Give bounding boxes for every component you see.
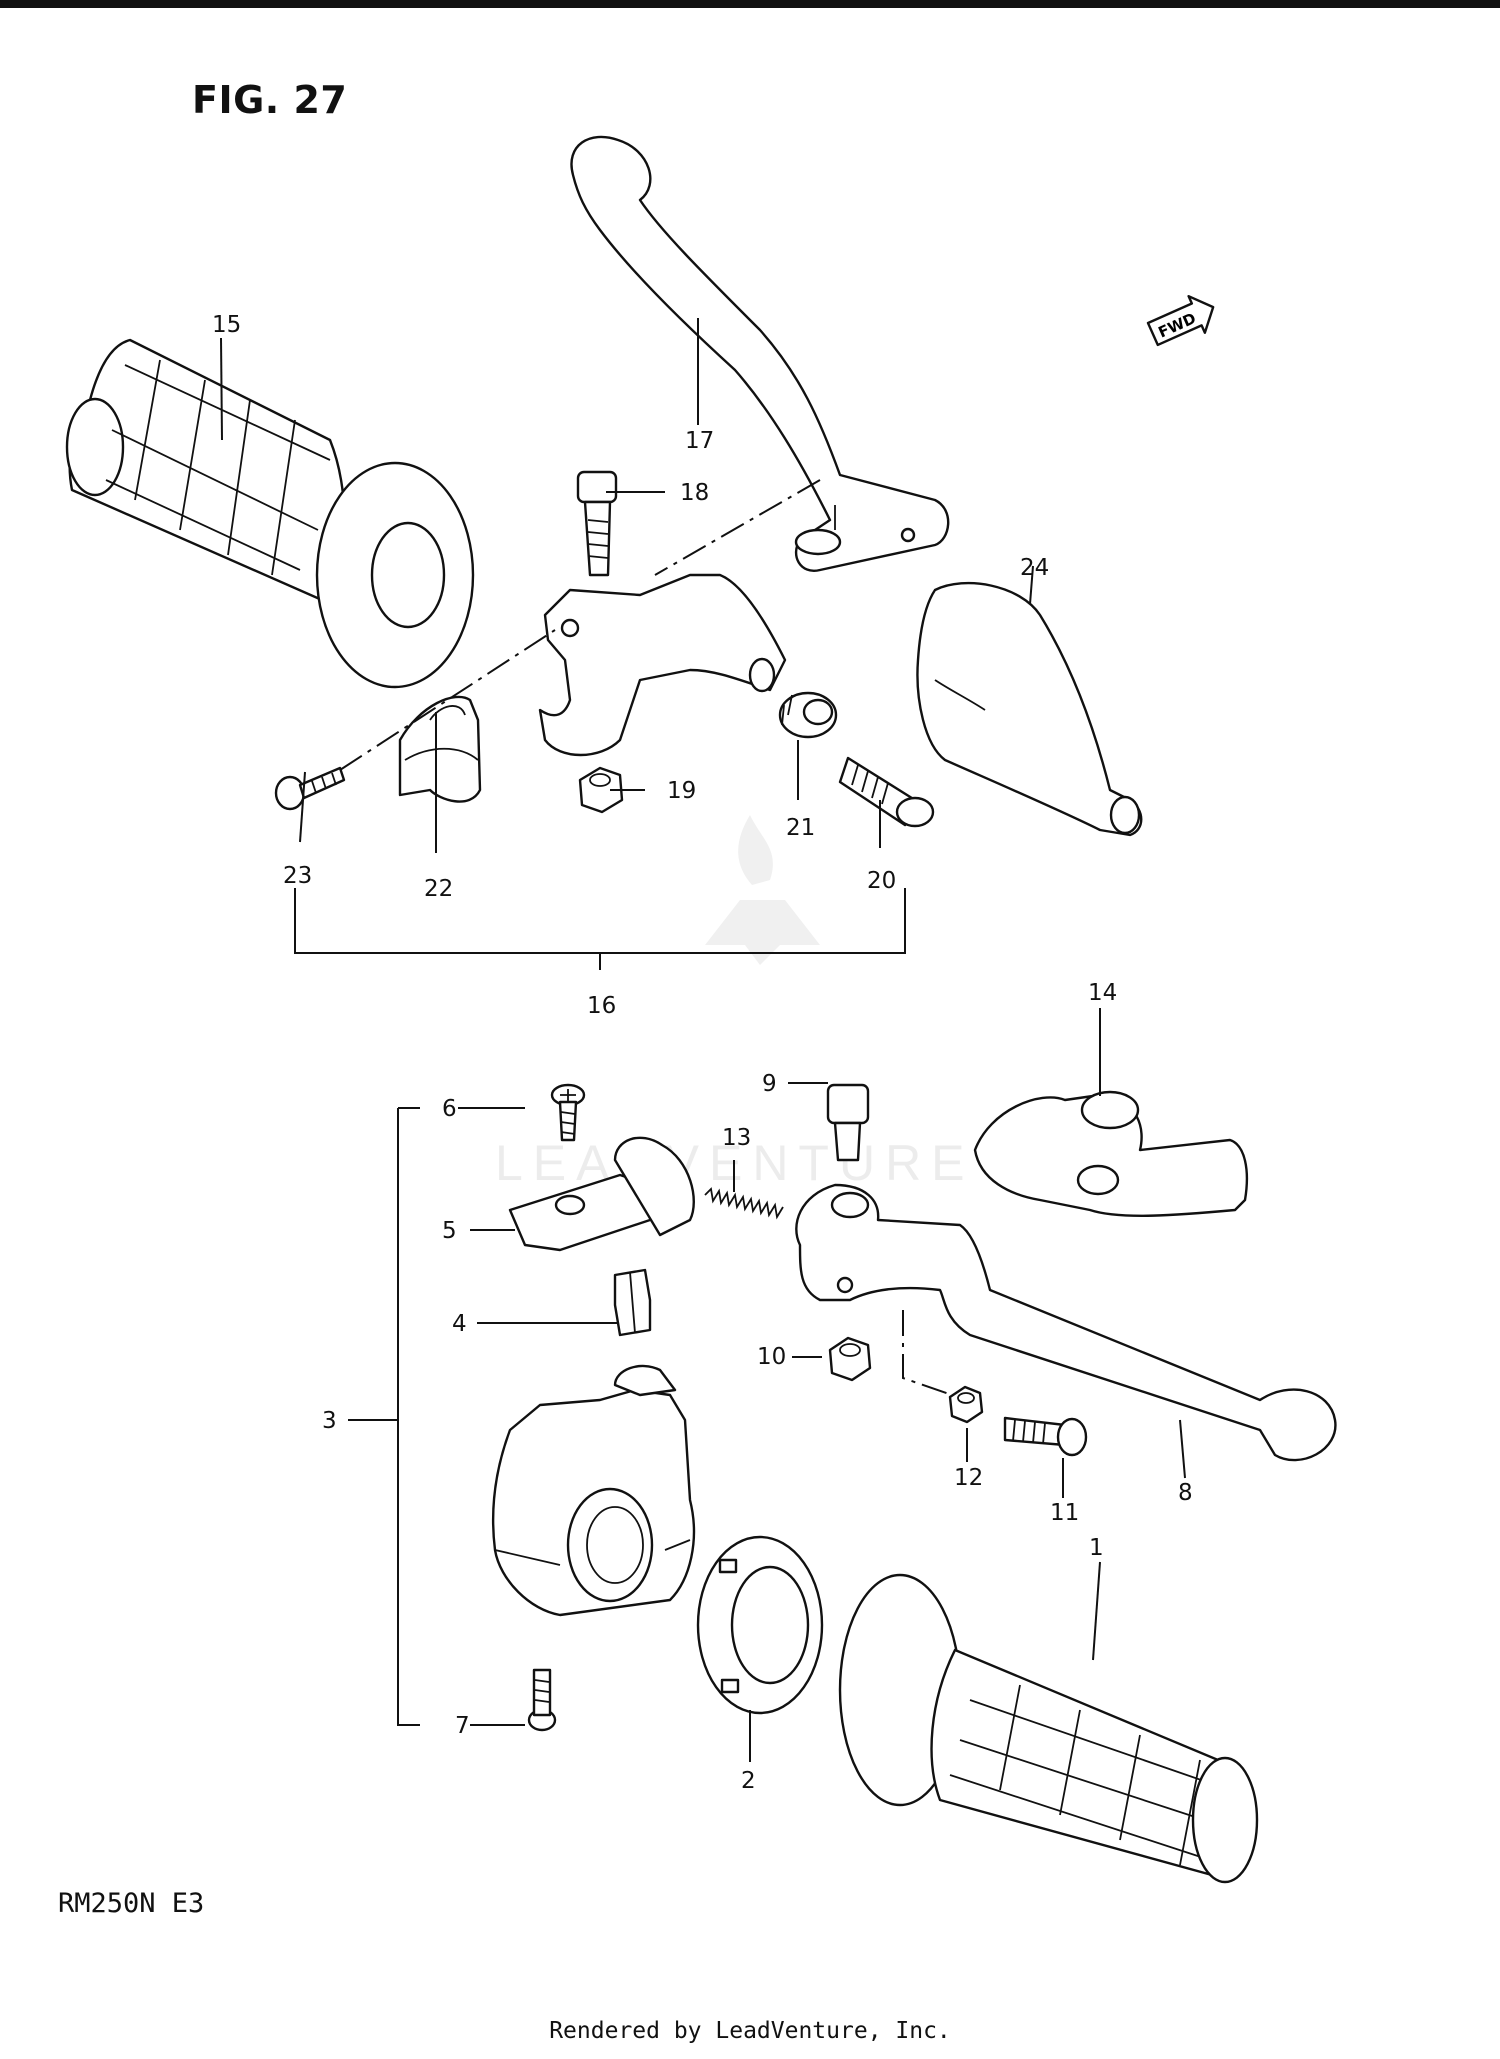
callout-15: 15	[212, 312, 241, 338]
part-22-clamp	[398, 695, 482, 803]
callout-23: 23	[283, 863, 312, 889]
model-code: RM250N E3	[58, 1888, 205, 1919]
part-20-cable-adjuster	[838, 756, 935, 828]
leader-lines	[220, 318, 1186, 1762]
callout-18: 18	[680, 480, 709, 506]
callout-12: 12	[954, 1465, 983, 1491]
callout-10: 10	[757, 1344, 786, 1370]
assembly-line-upper-a	[654, 479, 821, 576]
part-24-lever-cover	[916, 581, 1143, 837]
leadventure-watermark: LEADVENTURE	[495, 815, 975, 1191]
callout-17: 17	[685, 428, 714, 454]
callout-6: 6	[442, 1096, 457, 1122]
part-11-bolt	[1003, 1416, 1088, 1457]
callout-7: 7	[455, 1713, 470, 1739]
callout-21: 21	[786, 815, 815, 841]
part-4-clip	[613, 1268, 652, 1337]
callout-3: 3	[322, 1408, 337, 1434]
part-16-lever-bracket	[538, 573, 787, 757]
callout-8: 8	[1178, 1480, 1193, 1506]
part-17-clutch-lever	[570, 135, 950, 572]
callout-1: 1	[1089, 1535, 1104, 1561]
assembly-line-lower	[902, 1310, 953, 1396]
part-6-screw	[550, 1083, 586, 1142]
callout-24: 24	[1020, 555, 1049, 581]
part-12-nut	[948, 1385, 984, 1424]
watermark-text: LEADVENTURE	[495, 1135, 975, 1191]
part-3-switch-housing	[491, 1364, 696, 1617]
callout-9: 9	[762, 1071, 777, 1097]
part-10-nut	[828, 1336, 872, 1382]
callout-14: 14	[1088, 980, 1117, 1006]
part-15-grip-left	[65, 338, 475, 689]
part-7-screw	[527, 1668, 557, 1732]
fwd-arrow-icon: FWD	[1146, 294, 1215, 347]
part-9-pivot-bolt	[826, 1083, 870, 1162]
callout-2: 2	[741, 1768, 756, 1794]
part-13-spring	[704, 1187, 784, 1220]
part-2-throttle-collar	[696, 1535, 824, 1715]
callout-11: 11	[1050, 1500, 1079, 1526]
part-21-adjuster-locknut	[778, 691, 838, 739]
callout-5: 5	[442, 1218, 457, 1244]
callout-4: 4	[452, 1311, 467, 1337]
callout-16: 16	[587, 993, 616, 1019]
callout-13: 13	[722, 1125, 751, 1151]
callout-22: 22	[424, 876, 453, 902]
top-border	[0, 0, 1500, 8]
part-8-brake-lever	[795, 1183, 1337, 1462]
part-14-lever-cover	[973, 1090, 1249, 1217]
part-23-screw	[274, 766, 346, 811]
callout-20: 20	[867, 868, 896, 894]
callout-labels: 15 17 18 19 21 20 22 23 24 16 14 9 13 10…	[212, 312, 1193, 1794]
figure-title: FIG. 27	[192, 78, 348, 122]
part-19-nut	[578, 766, 624, 814]
callout-19: 19	[667, 778, 696, 804]
part-5-switch-plate	[508, 1136, 695, 1252]
part-18-pivot-bolt	[576, 470, 618, 577]
render-credit: Rendered by LeadVenture, Inc.	[549, 2018, 951, 2044]
part-1-grip-right	[838, 1573, 1259, 1884]
